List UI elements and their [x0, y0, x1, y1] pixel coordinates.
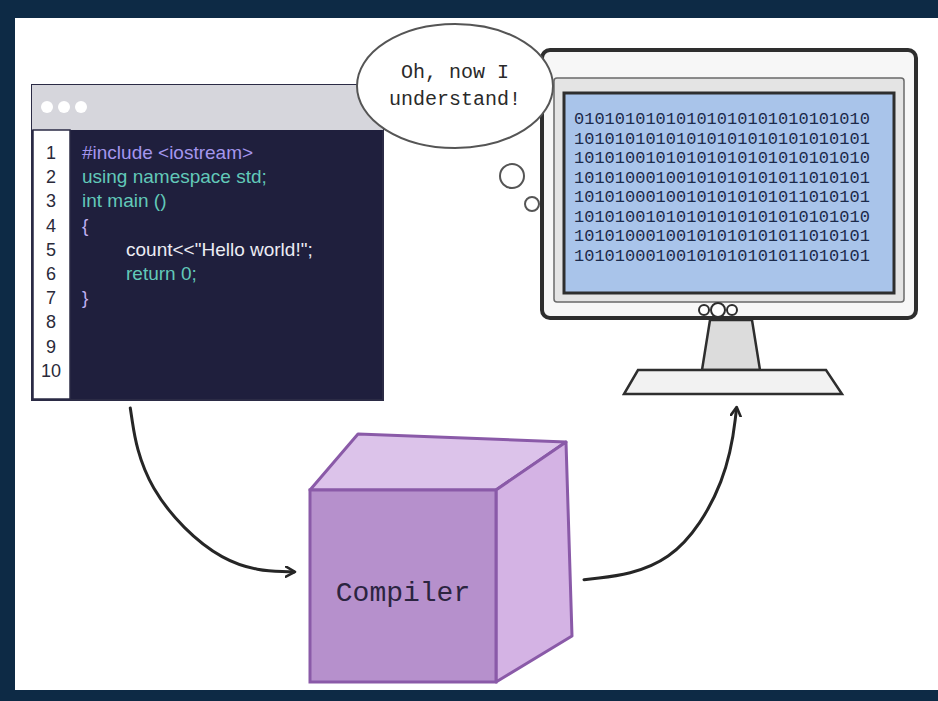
monitor-button	[727, 305, 737, 315]
line-number: 4	[38, 215, 64, 237]
cube-side	[496, 442, 572, 682]
code-line: }	[82, 287, 88, 309]
compiler-cube: Compiler	[300, 430, 580, 688]
monitor-frame	[542, 50, 916, 318]
line-number: 9	[38, 336, 64, 358]
code-line: int main ()	[82, 190, 166, 212]
binary-line: 01010101010101010101010101010	[574, 110, 870, 130]
code-area	[32, 85, 383, 400]
bubble-ellipse	[357, 24, 553, 148]
window-dot	[75, 101, 87, 113]
code-line: #include <iostream>	[82, 142, 253, 164]
computer-monitor: 0101010101010101010101010101010101010101…	[540, 48, 918, 400]
binary-line: 10101000100101010101011010101	[574, 227, 870, 247]
monitor-neck	[702, 320, 760, 370]
binary-line: 10101000100101010101011010101	[574, 169, 870, 189]
window-dot	[58, 101, 70, 113]
line-number: 10	[38, 360, 64, 382]
flow-arrow	[584, 408, 737, 580]
bezel	[554, 78, 904, 302]
cube-outline	[300, 430, 580, 688]
monitor-button	[711, 303, 725, 317]
code-line: using namespace std;	[82, 166, 267, 188]
binary-line: 10101001010101010101010101010	[574, 208, 870, 228]
cube-face: Compiler	[310, 490, 496, 682]
binary-line: 10101000100101010101011010101	[574, 188, 870, 208]
code-editor-window: #include <iostream>using namespace std;i…	[32, 85, 383, 400]
line-number: 5	[38, 239, 64, 261]
binary-line: 10101001010101010101010101010	[574, 149, 870, 169]
binary-block: 0101010101010101010101010101010101010101…	[574, 110, 870, 266]
line-number: 8	[38, 311, 64, 333]
line-number: 3	[38, 190, 64, 212]
binary-line: 10101010101010101010101010101	[574, 130, 870, 150]
speech-text: Oh, now I understand!	[380, 59, 530, 113]
bubble-outline	[355, 22, 555, 150]
code-line: {	[82, 215, 88, 237]
compiler-label: Compiler	[336, 564, 470, 609]
monitor-button	[699, 305, 709, 315]
cube-front	[310, 490, 496, 682]
line-number: 6	[38, 263, 64, 285]
line-gutter	[33, 130, 70, 399]
binary-line: 10101000100101010101011010101	[574, 247, 870, 267]
line-number: 7	[38, 287, 64, 309]
monitor-base	[624, 370, 842, 394]
thought-dot	[525, 197, 539, 211]
screen	[564, 93, 894, 293]
code-line: return 0;	[126, 263, 197, 285]
speech-bubble: Oh, now I understand!	[355, 22, 555, 150]
title-bar	[32, 85, 383, 130]
code-line: count<<"Hello world!";	[126, 239, 313, 261]
thought-dot	[500, 164, 524, 188]
line-number: 2	[38, 166, 64, 188]
flow-arrow	[130, 408, 294, 572]
window-dot	[41, 101, 53, 113]
line-number: 1	[38, 142, 64, 164]
